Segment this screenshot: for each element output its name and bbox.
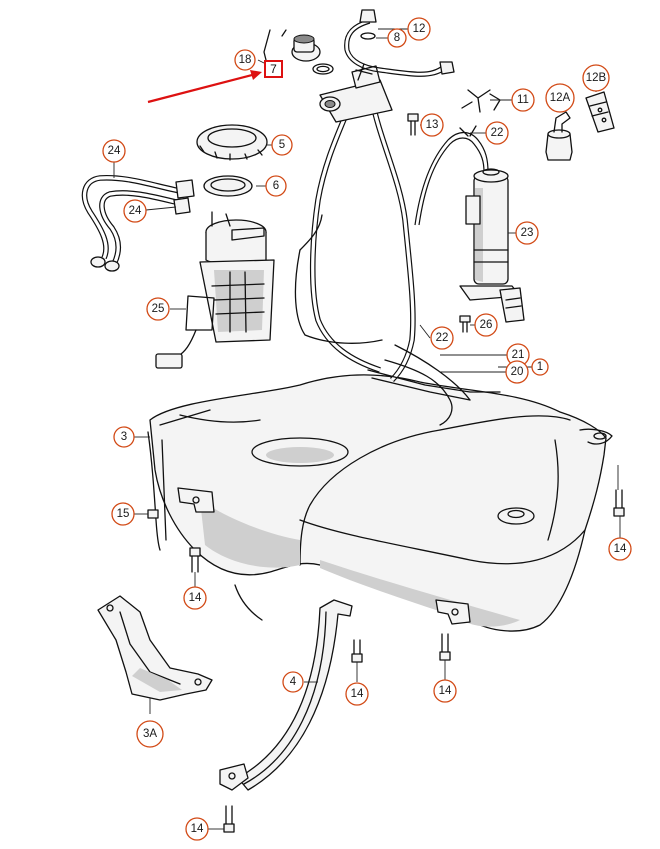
callout-14-bottom[interactable]: 14: [185, 817, 209, 841]
svg-text:22: 22: [491, 127, 504, 139]
svg-text:1: 1: [537, 361, 543, 373]
callout-14-right[interactable]: 14: [608, 537, 632, 561]
part-7-highlight[interactable]: 7: [264, 60, 283, 78]
svg-text:14: 14: [614, 543, 627, 555]
bolt-14-right: [613, 489, 625, 517]
svg-text:3: 3: [121, 431, 127, 443]
svg-text:11: 11: [517, 94, 529, 106]
svg-text:25: 25: [152, 303, 165, 315]
svg-text:24: 24: [129, 205, 142, 217]
fuel-pump-unit: [155, 211, 275, 369]
callout-26[interactable]: 26: [474, 313, 498, 337]
svg-text:3A: 3A: [143, 728, 157, 740]
svg-text:14: 14: [189, 592, 202, 604]
callout-14-left[interactable]: 14: [183, 586, 207, 610]
svg-text:14: 14: [351, 688, 364, 700]
svg-text:14: 14: [191, 823, 204, 835]
bolt-15: [147, 509, 159, 519]
callout-14-center[interactable]: 14: [433, 679, 457, 703]
bolt-14-bottom: [223, 805, 235, 833]
callout-22-bottom[interactable]: 22: [430, 326, 454, 350]
callout-1[interactable]: 1: [531, 358, 549, 376]
bolt-14-mid: [351, 639, 363, 663]
screw-26: [459, 315, 471, 333]
filler-cap-seal: [312, 63, 334, 75]
callout-14-mid[interactable]: 14: [345, 682, 369, 706]
callout-18[interactable]: 18: [234, 49, 256, 71]
tank-strap-4: [219, 599, 353, 791]
callout-23[interactable]: 23: [515, 221, 539, 245]
bolt-14-center: [439, 633, 451, 661]
fuel-tank: [149, 374, 613, 632]
filler-neck: [294, 65, 501, 426]
svg-text:26: 26: [480, 319, 493, 331]
filler-cap: [263, 29, 321, 77]
callout-22-top[interactable]: 22: [485, 121, 509, 145]
svg-text:20: 20: [511, 366, 524, 378]
callout-6[interactable]: 6: [265, 175, 287, 197]
charcoal-canister: [414, 125, 525, 323]
bolt-14-left: [189, 547, 201, 573]
callout-4[interactable]: 4: [282, 671, 304, 693]
svg-text:4: 4: [290, 676, 297, 688]
bolt-13: [407, 113, 419, 136]
callout-24-mid[interactable]: 24: [123, 199, 147, 223]
svg-text:15: 15: [117, 508, 130, 520]
callout-24-top[interactable]: 24: [102, 139, 126, 163]
svg-text:6: 6: [273, 180, 279, 192]
svg-text:8: 8: [394, 32, 400, 44]
fuel-line-24: [81, 174, 195, 272]
leader-lines: [113, 28, 621, 830]
callout-13[interactable]: 13: [420, 113, 444, 137]
bracket-3a: [97, 595, 213, 701]
part-7-label: 7: [270, 62, 277, 76]
svg-text:13: 13: [426, 119, 439, 131]
svg-text:24: 24: [108, 145, 121, 157]
svg-text:18: 18: [239, 54, 252, 66]
svg-text:12B: 12B: [586, 72, 607, 84]
svg-text:12: 12: [413, 23, 426, 35]
hose-12b: [585, 91, 615, 133]
callout-8[interactable]: 8: [387, 28, 407, 48]
callout-12[interactable]: 12: [407, 17, 431, 41]
red-arrow: [147, 70, 262, 104]
callout-20[interactable]: 20: [505, 360, 529, 384]
svg-text:21: 21: [512, 349, 525, 361]
pump-lock-ring: [196, 124, 268, 161]
svg-text:23: 23: [521, 227, 534, 239]
svg-text:14: 14: [439, 685, 452, 697]
callout-15[interactable]: 15: [111, 502, 135, 526]
svg-text:22: 22: [436, 332, 449, 344]
callout-3[interactable]: 3: [113, 426, 135, 448]
callout-25[interactable]: 25: [146, 297, 170, 321]
hose-12a: [545, 111, 573, 161]
callout-3a[interactable]: 3A: [136, 720, 164, 748]
callout-11[interactable]: 11: [511, 88, 535, 112]
pump-seal: [203, 175, 253, 197]
tank-bracket-right: [435, 599, 471, 625]
tank-bracket-left: [177, 487, 215, 513]
callout-12b[interactable]: 12B: [582, 64, 610, 92]
tank-side-3: [147, 431, 167, 551]
callout-12a[interactable]: 12A: [545, 83, 575, 113]
callout-5[interactable]: 5: [271, 134, 293, 156]
svg-text:5: 5: [279, 139, 285, 151]
vent-line: [344, 9, 501, 113]
svg-text:12A: 12A: [550, 92, 571, 104]
